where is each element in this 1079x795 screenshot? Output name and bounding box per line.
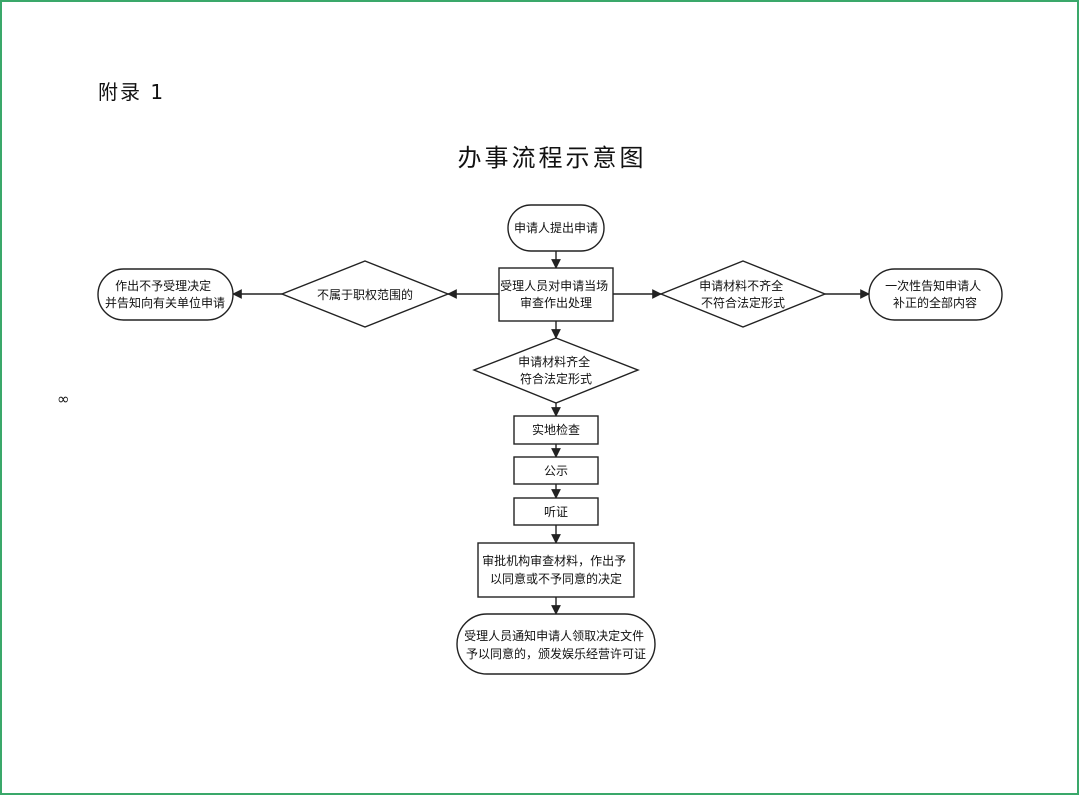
node-accept-review: 受理人员对申请当场 审查作出处理 bbox=[498, 267, 614, 322]
appendix-label: 附录 1 bbox=[98, 80, 166, 104]
node-label: 申请材料不齐全 不符合法定形式 bbox=[699, 278, 787, 310]
node-label: 不属于职权范围的 bbox=[317, 287, 413, 302]
process-shape bbox=[513, 497, 599, 526]
node-site-inspection: 实地检查 bbox=[513, 415, 599, 445]
decision-shape bbox=[280, 260, 450, 328]
margin-mark: ∞ bbox=[57, 390, 70, 408]
process-shape bbox=[513, 456, 599, 485]
node-label: 作出不予受理决定 并告知向有关单位申请 bbox=[105, 278, 225, 310]
terminal-shape bbox=[507, 204, 605, 252]
node-label: 实地检查 bbox=[532, 422, 580, 437]
node-authority-review: 审批机构审查材料，作出予 以同意或不予同意的决定 bbox=[477, 542, 635, 598]
process-shape bbox=[477, 542, 635, 598]
node-incomplete: 申请材料不齐全 不符合法定形式 bbox=[659, 260, 827, 328]
node-hearing: 听证 bbox=[513, 497, 599, 526]
node-label: 受理人员对申请当场 审查作出处理 bbox=[500, 279, 612, 310]
node-final-notice: 受理人员通知申请人领取决定文件 予以同意的，颁发娱乐经营许可证 bbox=[456, 613, 656, 675]
node-label: 听证 bbox=[544, 505, 568, 519]
node-complete: 申请材料齐全 符合法定形式 bbox=[472, 337, 640, 404]
terminal-shape bbox=[456, 613, 656, 675]
node-label: 申请人提出申请 bbox=[514, 220, 598, 235]
node-not-accepted: 作出不予受理决定 并告知向有关单位申请 bbox=[97, 268, 234, 321]
process-shape bbox=[513, 415, 599, 445]
node-publicity: 公示 bbox=[513, 456, 599, 485]
node-out-of-scope: 不属于职权范围的 bbox=[280, 260, 450, 328]
terminal-shape bbox=[868, 268, 1003, 321]
page-title: 办事流程示意图 bbox=[457, 144, 647, 172]
node-label: 受理人员通知申请人领取决定文件 予以同意的，颁发娱乐经营许可证 bbox=[464, 628, 648, 661]
node-label: 公示 bbox=[544, 464, 568, 478]
process-shape bbox=[498, 267, 614, 322]
node-label: 一次性告知申请人 补正的全部内容 bbox=[885, 279, 985, 310]
node-notify-supplement: 一次性告知申请人 补正的全部内容 bbox=[868, 268, 1003, 321]
terminal-shape bbox=[97, 268, 234, 321]
decision-shape bbox=[659, 260, 827, 328]
node-label: 申请材料齐全 符合法定形式 bbox=[518, 354, 594, 386]
node-start: 申请人提出申请 bbox=[507, 204, 605, 252]
flow-connectors bbox=[232, 251, 870, 615]
decision-shape bbox=[472, 337, 640, 404]
node-label: 审批机构审查材料，作出予 以同意或不予同意的决定 bbox=[482, 553, 630, 586]
